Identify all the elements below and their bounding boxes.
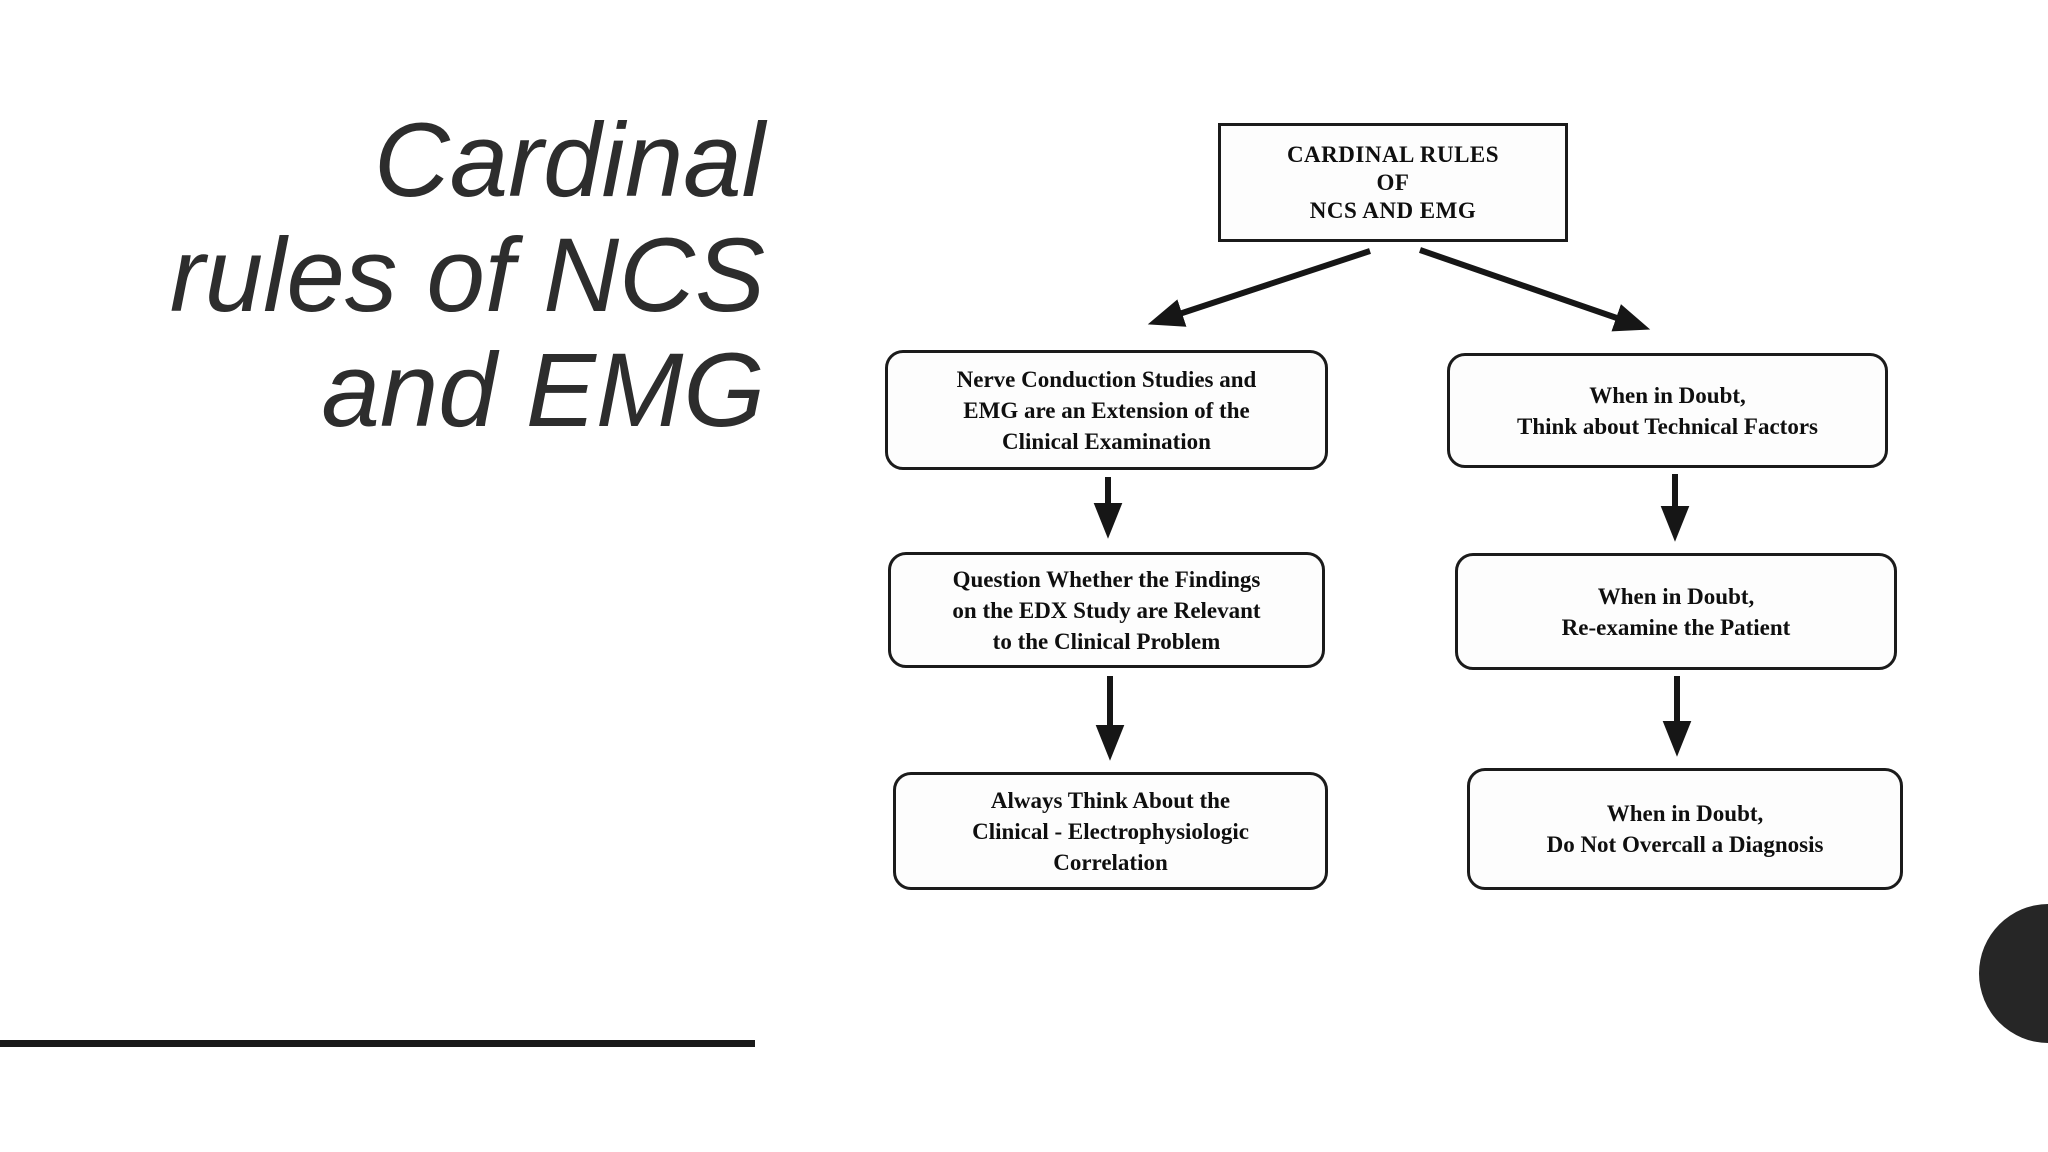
node-text-line: When in Doubt, (1597, 583, 1755, 609)
node-text-line: When in Doubt, (1606, 801, 1764, 826)
flowchart-node-right-2: When in Doubt, Re-examine the Patient (1455, 553, 1897, 670)
node-text-line: OF (1376, 169, 1410, 195)
slide-title-line: rules of NCS (169, 217, 765, 334)
arrow-root-to-left-icon (1147, 248, 1371, 327)
flowchart-node-right-3: When in Doubt, Do Not Overcall a Diagnos… (1467, 768, 1903, 890)
node-text-line: Clinical - Electrophysiologic (972, 818, 1249, 844)
node-text-line: Correlation (1053, 849, 1168, 875)
slide-title-line: Cardinal (373, 102, 765, 219)
flowchart-node-left-1: Nerve Conduction Studies and EMG are an … (885, 350, 1328, 470)
flowchart-node-root: CARDINAL RULES OF NCS AND EMG (1218, 123, 1568, 242)
node-text-line: Question Whether the Findings (952, 566, 1261, 592)
slide-title-line: and EMG (321, 332, 765, 449)
node-text-line: Clinical Examination (1002, 428, 1211, 454)
node-text-line: EMG are an Extension of the (963, 397, 1250, 423)
node-text-line: Do Not Overcall a Diagnosis (1546, 832, 1824, 857)
node-text-line: Re-examine the Patient (1561, 614, 1791, 640)
corner-circle-decoration (1979, 904, 2048, 1043)
node-text-line: CARDINAL RULES (1286, 141, 1500, 167)
node-text-line: on the EDX Study are Relevant (952, 597, 1261, 623)
flowchart-node-left-3: Always Think About the Clinical - Electr… (893, 772, 1328, 890)
flowchart-node-right-1: When in Doubt, Think about Technical Fac… (1447, 353, 1888, 468)
node-text-line: Always Think About the (990, 787, 1231, 813)
node-text-line: Think about Technical Factors (1517, 413, 1818, 439)
node-text-line: to the Clinical Problem (992, 628, 1221, 654)
node-text-line: NCS AND EMG (1309, 197, 1477, 223)
slide-title: Cardinal rules of NCS and EMG (170, 103, 765, 448)
bottom-rule-divider (0, 1040, 755, 1047)
node-text-line: Nerve Conduction Studies and (956, 366, 1257, 392)
arrow-root-to-right-icon (1419, 247, 1651, 332)
flowchart-node-left-2: Question Whether the Findings on the EDX… (888, 552, 1325, 668)
node-text-line: When in Doubt, (1589, 382, 1746, 408)
